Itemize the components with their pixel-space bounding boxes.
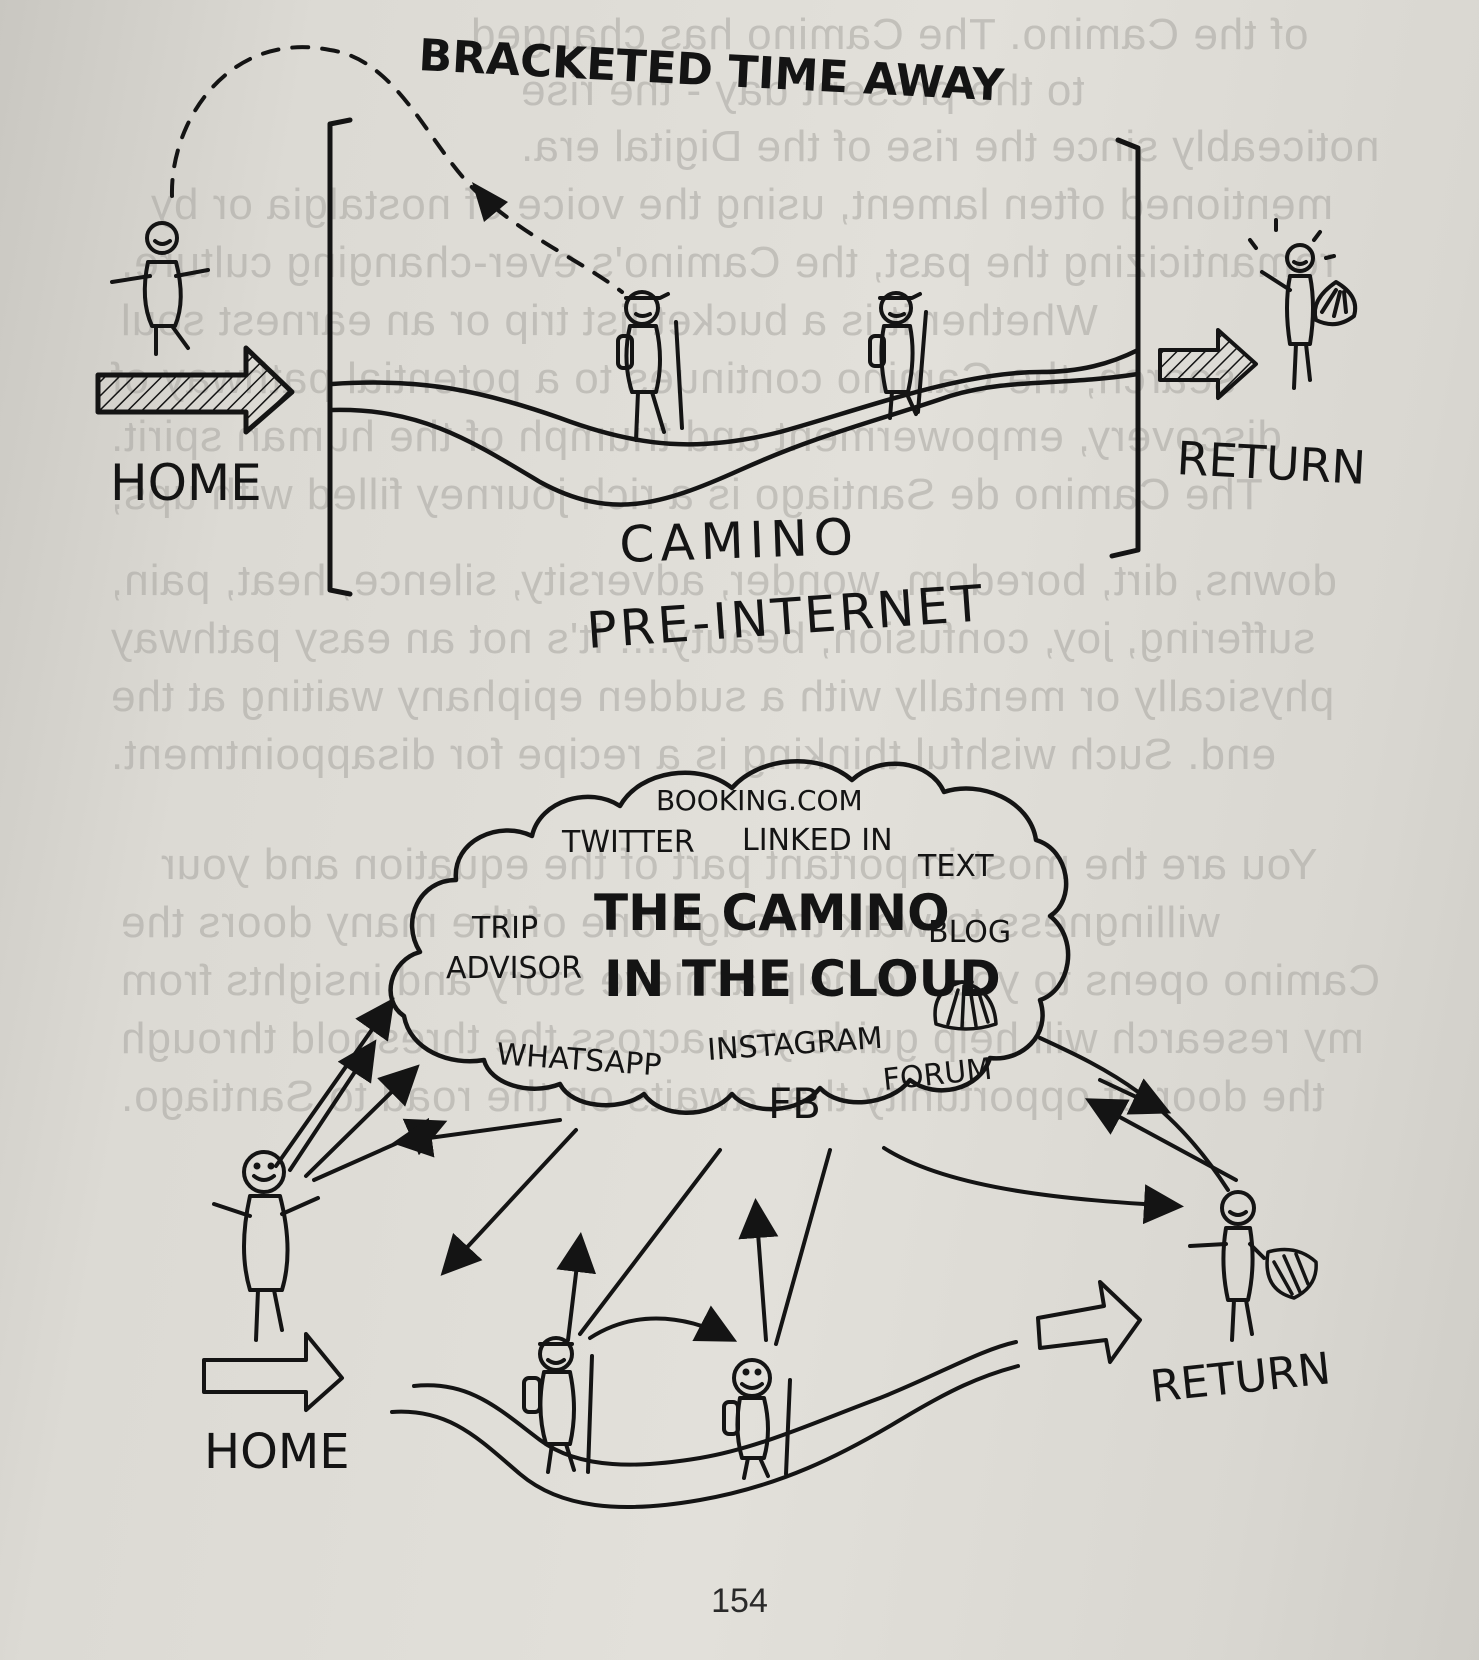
top-preinternet-label: PRE-INTERNET	[585, 574, 987, 660]
instagram-label: INSTAGRAM	[706, 1021, 884, 1068]
shell-bag-icon	[1315, 282, 1355, 324]
bottom-home-figure	[214, 1152, 318, 1340]
path-upper-line	[332, 350, 1138, 444]
home-arrow	[98, 348, 292, 432]
return-figure	[1250, 220, 1334, 388]
trip-label: TRIP	[471, 911, 538, 946]
linkedin-label: LINKED IN	[742, 823, 893, 858]
bottom-diagram: BOOKING.COM TWITTER LINKED IN TEXT TRIP …	[204, 761, 1333, 1507]
bottom-home-arrow	[204, 1334, 342, 1410]
cloud-title-line1: THE CAMINO	[594, 884, 950, 942]
top-return-label: RETURN	[1175, 431, 1367, 495]
bottom-path-lower	[392, 1366, 1018, 1507]
cloud-title-line2: IN THE CLOUD	[604, 950, 1001, 1008]
bottom-return-arrow	[1038, 1282, 1140, 1362]
forum-label: FORUM	[881, 1052, 994, 1098]
blog-label: BLOG	[928, 915, 1011, 950]
bottom-home-label: HOME	[204, 1424, 350, 1480]
top-title: BRACKETED TIME AWAY	[417, 30, 1006, 112]
fb-label: FB	[768, 1079, 821, 1128]
text-label: TEXT	[917, 849, 994, 884]
top-home-label: HOME	[110, 454, 262, 512]
advisor-label: ADVISOR	[446, 951, 582, 986]
pilgrim-cloud-arrows	[568, 1150, 830, 1344]
left-bracket	[330, 120, 350, 594]
bottom-return-label: RETURN	[1148, 1343, 1333, 1413]
page-number: 154	[0, 1582, 1479, 1621]
return-arrow	[1160, 330, 1256, 398]
pilgrim-figure-1	[618, 292, 682, 440]
bottom-shell-icon	[1267, 1250, 1316, 1298]
bottom-return-figure	[1190, 1192, 1264, 1340]
bottom-pilgrim-2	[724, 1360, 790, 1478]
right-bracket	[1112, 140, 1138, 556]
top-camino-label: CAMINO	[618, 508, 860, 574]
booking-label: BOOKING.COM	[656, 784, 863, 817]
twitter-label: TWITTER	[561, 825, 695, 860]
home-figure	[112, 223, 208, 354]
whatsapp-label: WHATSAPP	[495, 1037, 662, 1083]
top-diagram: BRACKETED TIME AWAY HOME	[98, 30, 1367, 660]
